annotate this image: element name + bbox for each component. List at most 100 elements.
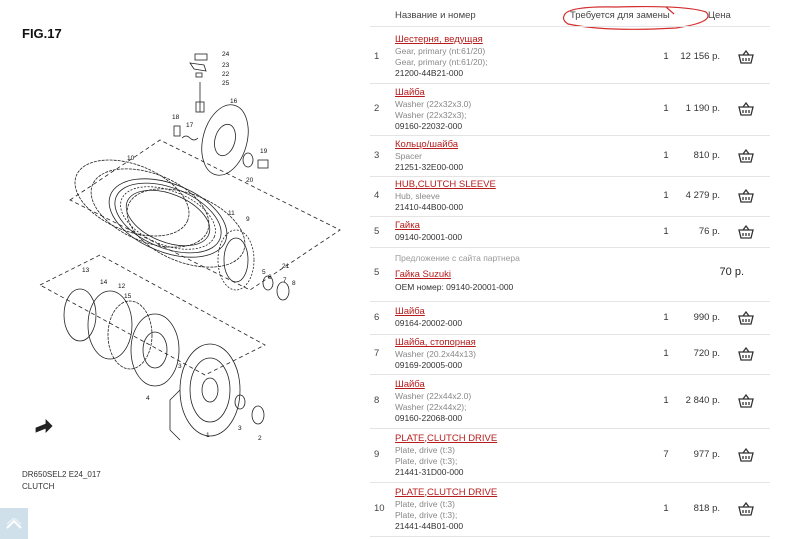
basket-icon[interactable] [738, 502, 754, 516]
part-number: 21251-32E00-000 [395, 161, 464, 172]
row-number: 3 [374, 149, 380, 161]
quantity: 1 [663, 311, 669, 323]
price: 990 р. [693, 311, 720, 323]
column-header-price: Цена [708, 10, 731, 21]
svg-text:25: 25 [222, 80, 230, 87]
price: 720 р. [693, 348, 720, 359]
row-number: 1 [374, 50, 380, 62]
part-name-link[interactable]: Шайба, стопорная [395, 337, 476, 348]
part-name-link[interactable]: Гайка [395, 220, 420, 231]
part-number: 21441-31D00-000 [395, 466, 464, 477]
quantity: 1 [663, 149, 669, 161]
part-name-link[interactable]: Шайба [395, 378, 425, 390]
part-description: Plate, drive (t:3); [395, 455, 458, 466]
part-number: 09164-20002-000 [395, 318, 463, 328]
part-description: Washer (22x32x3.0) [395, 98, 472, 109]
column-header-replace: Требуется для замены [570, 10, 670, 21]
diagram-caption: CLUTCH [22, 482, 55, 491]
partner-offer: Предложение с сайта партнера 5 Гайка Suz… [370, 247, 770, 302]
column-header-name: Название и номер [395, 10, 476, 21]
part-name-link[interactable]: PLATE,CLUTCH DRIVE [395, 486, 498, 498]
basket-icon[interactable] [738, 310, 754, 325]
basket-icon[interactable] [738, 102, 754, 116]
part-name-link[interactable]: PLATE,CLUTCH DRIVE [395, 432, 498, 444]
price: 818 р. [693, 503, 720, 514]
svg-text:1: 1 [206, 432, 210, 439]
part-name-link[interactable]: Шестерня, ведущая [395, 34, 483, 45]
svg-text:13: 13 [82, 267, 90, 274]
basket-icon[interactable] [738, 224, 754, 239]
svg-text:16: 16 [230, 98, 238, 105]
partner-price: 70 р. [719, 266, 744, 278]
part-name-link[interactable]: Кольцо/шайба [395, 138, 459, 150]
part-description: Spacer [395, 150, 422, 161]
svg-text:9: 9 [246, 216, 250, 223]
part-description: Gear, primary (nt:61/20) [395, 46, 486, 56]
price: 2 840 р. [685, 395, 720, 406]
basket-icon[interactable] [738, 49, 754, 64]
chevron-up-icon [6, 517, 22, 529]
svg-text:19: 19 [260, 148, 268, 155]
part-number: 09140-20001-000 [395, 232, 463, 242]
exploded-diagram: FIG.17 [0, 0, 360, 520]
row-number: 9 [374, 449, 380, 460]
part-description: Washer (22x44x2); [395, 401, 467, 412]
svg-text:3: 3 [238, 425, 242, 432]
quantity: 1 [663, 395, 669, 406]
part-description: Plate, drive (t:3) [395, 498, 455, 509]
model-code: DR650SEL2 E24_017 [22, 470, 101, 479]
quantity: 1 [663, 503, 669, 514]
quantity: 1 [663, 190, 669, 201]
row-number: 10 [374, 503, 385, 514]
parts-table: Название и номер Требуется для замены Це… [370, 0, 780, 539]
part-number: 09160-22032-000 [395, 120, 463, 131]
part-name-link[interactable]: HUB,CLUTCH SLEEVE [395, 179, 496, 190]
basket-icon[interactable] [738, 448, 754, 462]
part-description: Plate, drive (t:3); [395, 509, 458, 520]
quantity: 1 [663, 225, 669, 237]
part-name-link[interactable]: Шайба [395, 306, 425, 317]
part-number: 09169-20005-000 [395, 360, 463, 370]
partner-part-link[interactable]: Гайка Suzuki [395, 269, 452, 280]
part-name-link[interactable]: Шайба [395, 86, 425, 98]
hand-drawn-annotation [562, 5, 709, 30]
svg-text:10: 10 [127, 155, 135, 162]
svg-text:7: 7 [283, 277, 287, 284]
row-number: 5 [374, 225, 380, 237]
price: 4 279 р. [685, 190, 720, 201]
svg-text:21: 21 [282, 263, 290, 270]
svg-text:20: 20 [246, 177, 254, 184]
svg-text:4: 4 [146, 395, 150, 402]
basket-icon[interactable] [738, 347, 754, 361]
part-description: Washer (20.2x44x13) [395, 349, 476, 359]
basket-icon[interactable] [738, 394, 754, 408]
row-number: 4 [374, 190, 380, 201]
svg-text:8: 8 [292, 280, 296, 287]
part-number: 21441-44B01-000 [395, 520, 464, 531]
svg-text:12: 12 [118, 283, 126, 290]
part-description: Washer (22x32x3); [395, 109, 467, 120]
svg-text:14: 14 [100, 279, 108, 286]
partner-row-number: 5 [374, 267, 380, 278]
row-number: 7 [374, 348, 380, 359]
part-description: Plate, drive (t:3) [395, 444, 455, 455]
quantity: 7 [663, 449, 669, 460]
scroll-to-top-button[interactable] [0, 508, 28, 539]
basket-icon[interactable] [738, 148, 754, 163]
partner-header: Предложение с сайта партнера [395, 253, 520, 263]
part-description: Washer (22x44x2.0) [395, 390, 472, 401]
basket-icon[interactable] [738, 189, 754, 203]
part-description: Hub, sleeve [395, 191, 440, 201]
svg-text:3: 3 [178, 363, 182, 370]
row-number: 8 [374, 395, 380, 406]
svg-text:18: 18 [172, 114, 180, 121]
